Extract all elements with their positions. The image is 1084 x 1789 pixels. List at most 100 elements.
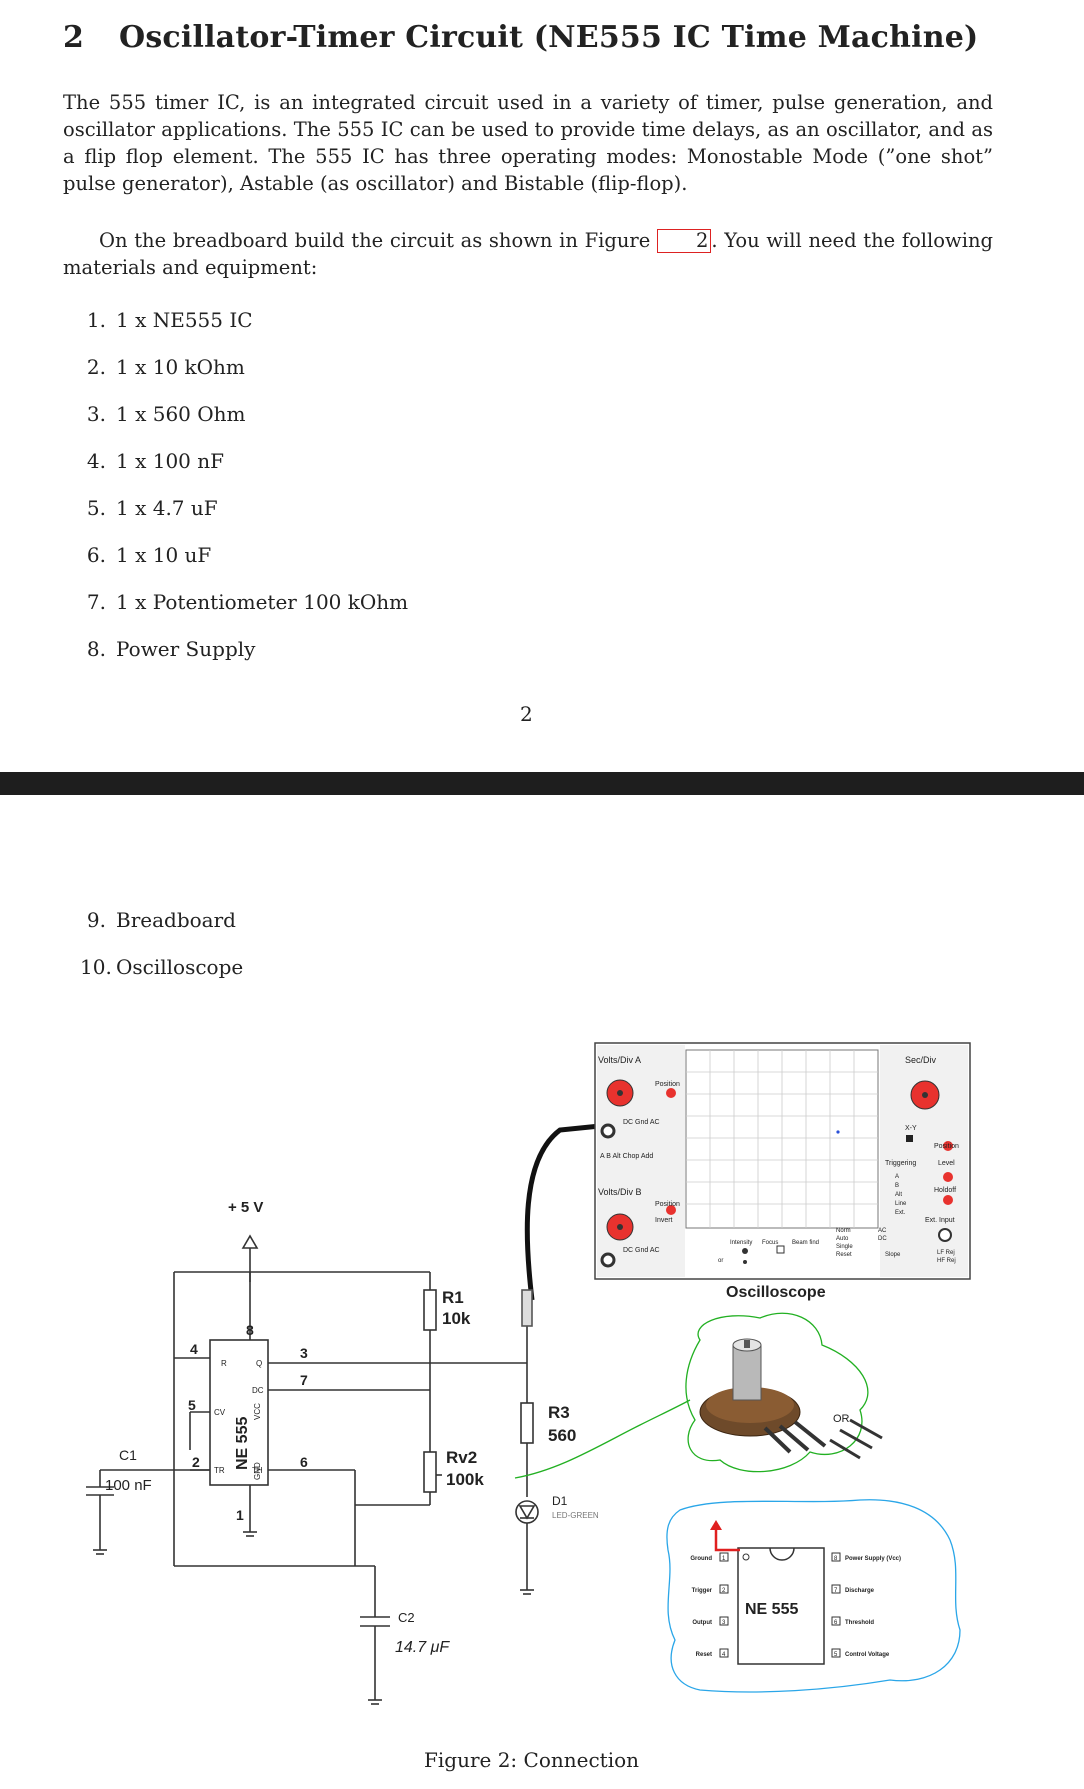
oscilloscope-label: Oscilloscope [726,1284,826,1301]
list-item: 6.1 x 10 uF [86,543,212,567]
build-text-before: On the breadboard build the circuit as s… [99,229,657,252]
trigger-source[interactable]: Alt [895,1192,902,1198]
trigger-mode[interactable]: Auto [836,1236,849,1242]
oscilloscope: Volts/Div A Volts/Div B Sec/Div Position… [594,1042,971,1301]
xy-label: X-Y [905,1125,917,1132]
position-x-knob[interactable] [943,1141,953,1151]
intensity-label: Intensity [730,1240,752,1246]
pin-name: CV [214,1408,226,1417]
section-title: Oscillator-Timer Circuit (NE555 IC Time … [119,20,979,55]
d1-name: D1 [552,1494,568,1508]
filter-option[interactable]: HF Rej [937,1258,956,1264]
trigger-coupling[interactable]: AC [878,1228,887,1234]
trigger-mode[interactable]: Norm [836,1228,851,1234]
ground-icon [520,1589,534,1595]
c1-value: 100 nF [105,1477,152,1494]
volts-div-b-knob[interactable] [606,1213,634,1241]
pin-name: Q [256,1359,262,1368]
build-text-after: . You will need the following materials … [63,229,993,279]
xy-button[interactable] [906,1135,913,1142]
trigger-source[interactable]: A [895,1174,899,1180]
pin-number: 3 [722,1620,726,1626]
or-label: or [718,1258,723,1264]
rv2-name: Rv2 [446,1448,477,1467]
section-heading: 2 Oscillator-Timer Circuit (NE555 IC Time… [63,20,978,55]
pin-name: R [221,1359,227,1368]
pin-label: Control Voltage [845,1652,890,1658]
pin-number: 7 [834,1588,838,1594]
trace-dot [836,1130,840,1134]
green-annotation [685,1312,869,1473]
ground-icon [368,1699,382,1705]
pin-number: 1 [236,1507,244,1523]
filter-option[interactable]: LF Rej [937,1250,955,1256]
pin-number: 8 [246,1322,254,1338]
volts-div-a-label: Volts/Div A [598,1055,641,1065]
intensity-knob[interactable] [742,1248,748,1254]
invert-label: Invert [655,1217,673,1224]
slope-label: Slope [885,1252,901,1258]
trigger-source[interactable]: Ext. [895,1210,906,1216]
trigger-mode[interactable]: Single [836,1244,853,1250]
potentiometer-illustration: OR [514,1312,883,1479]
intro-paragraph: The 555 timer IC, is an integrated circu… [63,91,993,195]
pin-number: 7 [300,1372,308,1388]
triggering-label: Triggering [885,1160,916,1167]
input-a-jack[interactable] [600,1123,616,1139]
input-b-jack[interactable] [600,1252,616,1268]
page-1: 2 Oscillator-Timer Circuit (NE555 IC Time… [0,0,1084,772]
volts-div-a-knob[interactable] [606,1079,634,1107]
pin-name: GND [253,1462,262,1480]
list-item: 1.1 x NE555 IC [86,308,253,332]
pin-number: 2 [722,1588,726,1594]
or-label: OR [833,1413,850,1425]
ext-input-label: Ext. Input [925,1217,955,1224]
trigger-mode[interactable]: Reset [836,1252,852,1258]
trigger-source[interactable]: Line [895,1201,907,1207]
page-number: 2 [520,702,533,726]
blue-annotation [666,1499,961,1693]
list-item: 2.1 x 10 kOhm [86,355,245,379]
pin-label: Reset [696,1652,712,1658]
sec-div-knob[interactable] [910,1080,940,1110]
build-instructions: On the breadboard build the circuit as s… [63,227,993,281]
r1-value: 10k [442,1309,471,1328]
r3-value: 560 [548,1426,576,1445]
list-item: 8.Power Supply [86,637,256,661]
pin-number: 8 [834,1556,838,1562]
pin-label: Trigger [692,1588,713,1594]
pin-name: TR [214,1466,225,1475]
ic-label: NE 555 [234,1417,251,1470]
pin-label: Threshold [845,1620,874,1626]
ext-input-jack[interactable] [938,1228,952,1242]
page-separator [0,772,1084,795]
pin-label: Output [692,1620,712,1626]
figure-2-link[interactable]: 2 [656,229,712,253]
list-item: 5.1 x 4.7 uF [86,496,218,520]
level-knob[interactable] [943,1172,953,1182]
r1-name: R1 [442,1288,464,1307]
c1-name: C1 [119,1447,137,1463]
pin-number: 6 [834,1620,838,1626]
sec-div-label: Sec/Div [905,1055,937,1065]
list-item: 7.1 x Potentiometer 100 kOhm [86,590,409,614]
focus-knob[interactable] [743,1260,747,1264]
pin-label: Discharge [845,1588,875,1594]
position-b-label: Position [655,1201,680,1208]
position-b-knob[interactable] [666,1205,676,1215]
c2-value: 14.7 μF [395,1639,450,1656]
list-item: 3.1 x 560 Ohm [86,402,246,426]
holdoff-knob[interactable] [943,1195,953,1205]
coupling-b-label: DC Gnd AC [623,1247,660,1254]
trigger-coupling[interactable]: DC [878,1236,887,1242]
pin-number: 3 [300,1345,308,1361]
beam-find-button[interactable] [776,1245,785,1254]
pin-number: 5 [834,1652,838,1658]
r3-name: R3 [548,1403,570,1422]
ne555-pinout: NE 555 1 2 3 4 8 7 6 5 Ground Trigger Ou… [666,1499,961,1693]
pin-name: DC [252,1386,264,1395]
trigger-source[interactable]: B [895,1183,899,1189]
section-number: 2 [63,20,85,55]
position-a-knob[interactable] [666,1088,676,1098]
green-connector [514,1399,691,1479]
